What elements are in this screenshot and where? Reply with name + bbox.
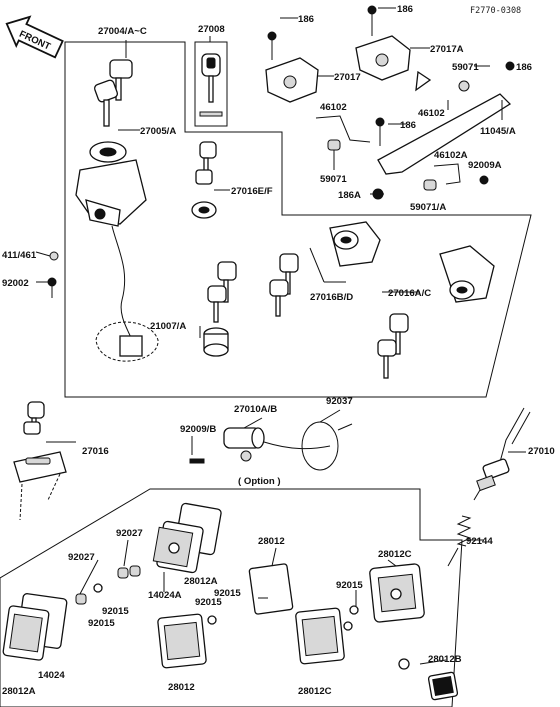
callout-46102-a: 46102 [320, 102, 347, 113]
cap-21007-icon [203, 327, 229, 357]
rod-46102a-icon [433, 163, 461, 185]
callout-92009b: 92009/B [180, 424, 216, 435]
bracket-11045-icon [375, 70, 512, 175]
callout-92015-c: 92015 [195, 597, 222, 608]
option-box-outline [0, 488, 463, 707]
callout-28012c-top: 28012C [378, 549, 412, 560]
callout-92144: 92144 [466, 536, 493, 547]
callout-92015-b: 92015 [336, 580, 363, 591]
ignition-switch-assembly [75, 59, 159, 362]
callout-59071a: 59071/A [410, 202, 446, 213]
callout-186a: 186A [338, 190, 361, 201]
cover-28012b-icon [398, 658, 459, 701]
plate-28012-icon [248, 563, 294, 615]
switch-27010ab-icon [189, 421, 353, 471]
cover-28012c-lower-icon [295, 607, 345, 665]
switch-housing-27017-icon [265, 31, 319, 103]
callout-14024: 14024 [38, 670, 65, 681]
callout-92015-a: 92015 [214, 588, 241, 599]
spacer-14024a-icon [129, 565, 141, 577]
callout-92002: 92002 [2, 278, 29, 289]
spacer-92027-icon [117, 567, 129, 579]
switch-housing-27017a-icon [355, 5, 515, 81]
lock-27016bd-icon [329, 221, 381, 267]
callout-11045: 11045/A [480, 126, 516, 137]
callout-28012b: 28012B [428, 654, 462, 665]
upper-group-outline [64, 41, 532, 398]
callout-92027-a: 92027 [116, 528, 143, 539]
callout-27016bd: 27016B/D [310, 292, 353, 303]
callout-92015-e: 92015 [88, 618, 115, 629]
leader-lines [35, 7, 526, 665]
rod-46102-icon [315, 115, 371, 143]
key-pair-icon [207, 261, 237, 323]
callout-27017: 27017 [334, 72, 361, 83]
key-lock-27016ef-icon [191, 141, 217, 219]
callout-186-b: 186 [397, 4, 413, 15]
cover-28012a-icon [152, 502, 222, 574]
callout-28012a-b: 28012A [2, 686, 36, 697]
callout-21007: 21007/A [150, 321, 186, 332]
callout-27008: 27008 [198, 24, 225, 35]
callout-92027-b: 92027 [68, 552, 95, 563]
screw-92009a-icon [479, 175, 489, 185]
callout-27016ef: 27016E/F [231, 186, 273, 197]
callout-27017a: 27017A [430, 44, 464, 55]
callout-27010ab: 27010A/B [234, 404, 277, 415]
callout-14024a: 14024A [148, 590, 182, 601]
callout-186-a: 186 [298, 14, 314, 25]
washer-92015b-icon [207, 615, 217, 625]
callout-411: 411/461 [2, 250, 37, 261]
callout-46102-b: 46102 [418, 108, 445, 119]
callout-27005: 27005/A [140, 126, 176, 137]
key-icon [94, 59, 133, 127]
callout-92037: 92037 [326, 396, 353, 407]
switch-27010-icon [473, 407, 531, 501]
cover-28012a-lower-icon [2, 593, 68, 661]
key-set-27016-icon [13, 401, 67, 521]
callout-46102a: 46102A [434, 150, 468, 161]
callout-27004: 27004/A~C [98, 26, 147, 37]
callout-27016ac: 27016A/C [388, 288, 431, 299]
key-27008-icon [194, 41, 228, 127]
spring-92144-icon [447, 515, 472, 567]
callout-186-c: 186 [516, 62, 532, 73]
washer-92015-icon [93, 583, 103, 593]
callout-28012c-bot: 28012C [298, 686, 332, 697]
callout-92009a: 92009A [468, 160, 502, 171]
key-pair-2-icon [269, 253, 299, 317]
callout-59071-b: 59071 [320, 174, 347, 185]
collar-59071a-icon [423, 179, 437, 191]
plate-28012-lower-icon [157, 613, 207, 669]
callout-28012-top: 28012 [258, 536, 285, 547]
spacer-92027b-icon [75, 593, 87, 605]
callout-59071: 59071 [452, 62, 479, 73]
reference-code: F2770-0308 [470, 6, 521, 16]
callout-186-d: 186 [400, 120, 416, 131]
callout-27016: 27016 [82, 446, 109, 457]
key-pair-3-icon [377, 313, 409, 379]
washer-92015d-icon [349, 605, 359, 615]
callout-28012a-a: 28012A [184, 576, 218, 587]
cover-28012c-icon [369, 563, 425, 623]
lock-27016ac-icon [439, 245, 495, 303]
callout-92015-d: 92015 [102, 606, 129, 617]
washer-92015c-icon [343, 621, 353, 631]
option-label: ( Option ) [238, 476, 281, 487]
callout-28012-bot: 28012 [168, 682, 195, 693]
callout-27010: 27010 [528, 446, 555, 457]
